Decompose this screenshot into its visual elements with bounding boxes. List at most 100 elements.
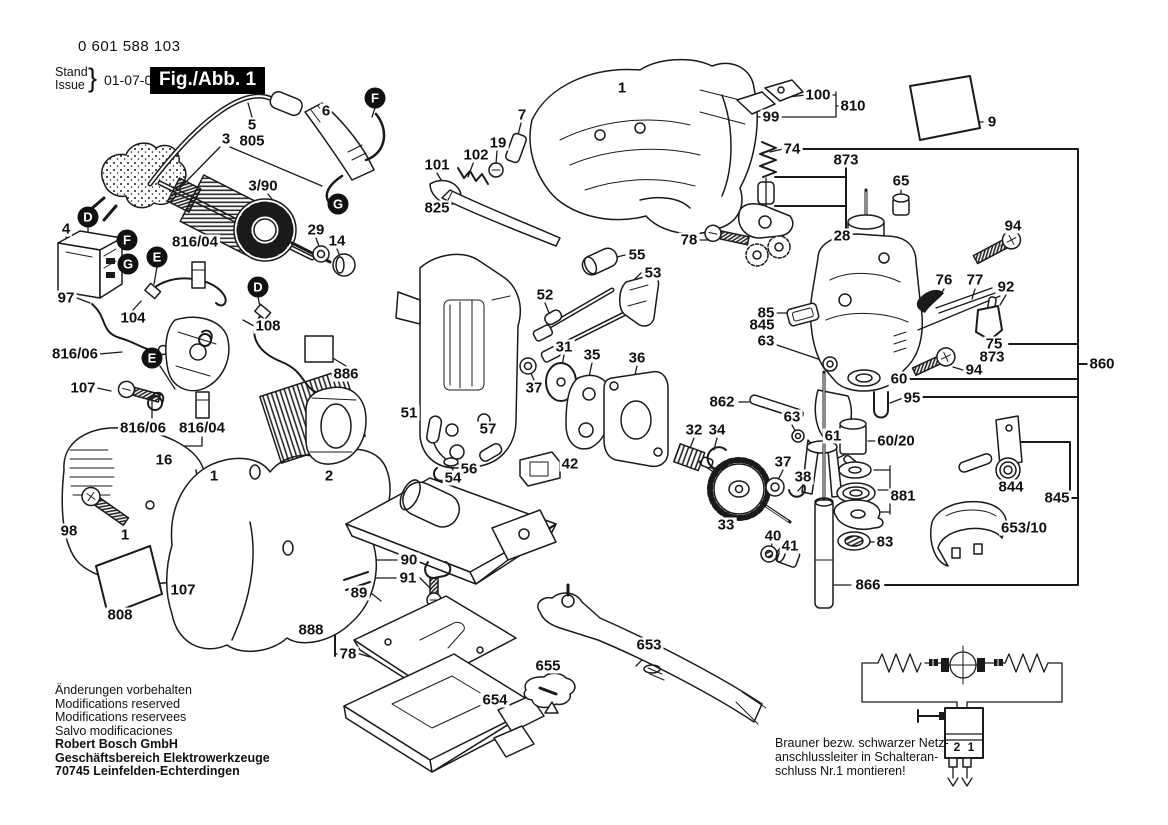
part-label-77: 77 <box>964 271 986 289</box>
part-label-886: 886 <box>331 365 361 383</box>
fastener-group-drawing <box>911 230 1022 377</box>
callout-letter-E: E <box>141 347 163 369</box>
part-label-54: 54 <box>442 469 464 487</box>
part-label-100: 100 <box>803 86 833 104</box>
callout-letter-G: G <box>327 193 349 215</box>
part-label-74: 74 <box>781 140 803 158</box>
part-label-7: 7 <box>515 106 529 124</box>
part-label-844: 844 <box>996 478 1026 496</box>
stator-drawing <box>259 335 367 465</box>
figure-label: Fig./Abb. 1 <box>150 67 266 94</box>
part-label-52: 52 <box>534 286 556 304</box>
callout-letter-E: E <box>146 246 168 268</box>
order-number: 0 601 588 103 <box>78 38 181 55</box>
callout-letter-F: F <box>116 229 138 251</box>
base-accessories-drawing <box>523 583 767 725</box>
part-label-36: 36 <box>626 349 648 367</box>
company-line: 70745 Leinfelden-Echterdingen <box>55 764 240 778</box>
guard-and-lever-drawing <box>930 415 1023 567</box>
notice-line: Salvo modificaciones <box>55 723 173 738</box>
part-label-76: 76 <box>933 271 955 289</box>
gearbox-plate-drawing <box>395 253 561 487</box>
part-label-3: 3 <box>219 130 233 148</box>
part-label-78: 78 <box>678 231 700 249</box>
gear-housing-drawing <box>786 188 923 392</box>
part-label-816/04: 816/04 <box>177 419 227 437</box>
part-label-38: 38 <box>792 468 814 486</box>
part-label-95: 95 <box>901 389 923 407</box>
part-label-94: 94 <box>1002 217 1024 235</box>
stroke-mechanism-drawing <box>749 356 889 609</box>
company-line: Robert Bosch GmbH <box>55 737 178 751</box>
part-label-85: 85 <box>755 304 777 322</box>
part-label-810: 810 <box>838 97 868 115</box>
part-label-808: 808 <box>105 606 135 624</box>
part-label-63: 63 <box>755 332 777 350</box>
part-label-91: 91 <box>397 569 419 587</box>
notice-line: Änderungen vorbehalten <box>55 683 192 697</box>
part-label-37: 37 <box>772 453 794 471</box>
part-label-1: 1 <box>615 79 629 97</box>
part-label-860: 860 <box>1087 355 1117 373</box>
part-label-56: 56 <box>458 460 480 478</box>
lifter-plates-drawing <box>519 357 669 468</box>
part-label-816/04: 816/04 <box>170 233 220 251</box>
housing-cover-drawing <box>165 448 391 652</box>
part-label-653/10: 653/10 <box>999 519 1049 537</box>
part-label-14: 14 <box>326 232 348 250</box>
part-label-102: 102 <box>461 146 491 164</box>
wiring-note-line: anschlussleiter in Schalteran- <box>775 750 939 764</box>
part-label-92: 92 <box>995 278 1017 296</box>
part-label-53: 53 <box>642 264 664 282</box>
part-label-60/20: 60/20 <box>875 432 917 450</box>
part-label-41: 41 <box>779 537 801 555</box>
callout-letter-D: D <box>247 276 269 298</box>
switch-terminal-2: 2 <box>953 740 961 754</box>
gear-train-drawing <box>673 443 806 568</box>
part-label-1: 1 <box>207 467 221 485</box>
part-label-19: 19 <box>487 134 509 152</box>
part-label-94: 94 <box>963 361 985 379</box>
part-label-654: 654 <box>480 691 510 709</box>
part-label-108: 108 <box>253 317 283 335</box>
part-label-31: 31 <box>553 338 575 356</box>
part-label-5: 5 <box>245 116 259 134</box>
part-label-866: 866 <box>853 576 883 594</box>
part-label-97: 97 <box>55 289 77 307</box>
callout-letter-D: D <box>77 206 99 228</box>
part-label-888: 888 <box>296 621 326 639</box>
switch-buttons-drawing <box>736 75 981 141</box>
part-label-32: 32 <box>683 421 705 439</box>
wiring-note-line: Brauner bezw. schwarzer Netz- <box>775 736 949 750</box>
part-label-57: 57 <box>477 420 499 438</box>
wiring-note: Brauner bezw. schwarzer Netz- anschlussl… <box>775 736 949 778</box>
wiring-schematic <box>861 645 1063 787</box>
part-label-104: 104 <box>118 309 148 327</box>
switch-terminal-1: 1 <box>967 740 975 754</box>
part-label-37: 37 <box>523 379 545 397</box>
part-label-2: 2 <box>322 467 336 485</box>
part-label-653: 653 <box>634 636 664 654</box>
part-label-16: 16 <box>153 451 175 469</box>
company-line: Geschäftsbereich Elektrowerkzeuge <box>55 750 270 765</box>
part-label-816/06: 816/06 <box>50 345 100 363</box>
armature-drawing <box>157 174 356 277</box>
part-label-42: 42 <box>559 455 581 473</box>
part-label-78: 78 <box>337 645 359 663</box>
stand-issue-brace: } <box>88 63 98 93</box>
part-label-845: 845 <box>747 316 777 334</box>
top-housing-drawing <box>429 58 758 247</box>
part-label-89: 89 <box>348 584 370 602</box>
part-label-29: 29 <box>305 221 327 239</box>
issue-label: Issue <box>55 78 85 92</box>
part-label-34: 34 <box>706 421 728 439</box>
part-label-83: 83 <box>874 533 896 551</box>
part-label-873: 873 <box>977 348 1007 366</box>
part-label-107: 107 <box>168 581 198 599</box>
part-label-805: 805 <box>237 132 267 150</box>
callout-letter-F: F <box>364 87 386 109</box>
part-label-816/06: 816/06 <box>118 419 168 437</box>
stand-label: Stand <box>55 65 88 79</box>
